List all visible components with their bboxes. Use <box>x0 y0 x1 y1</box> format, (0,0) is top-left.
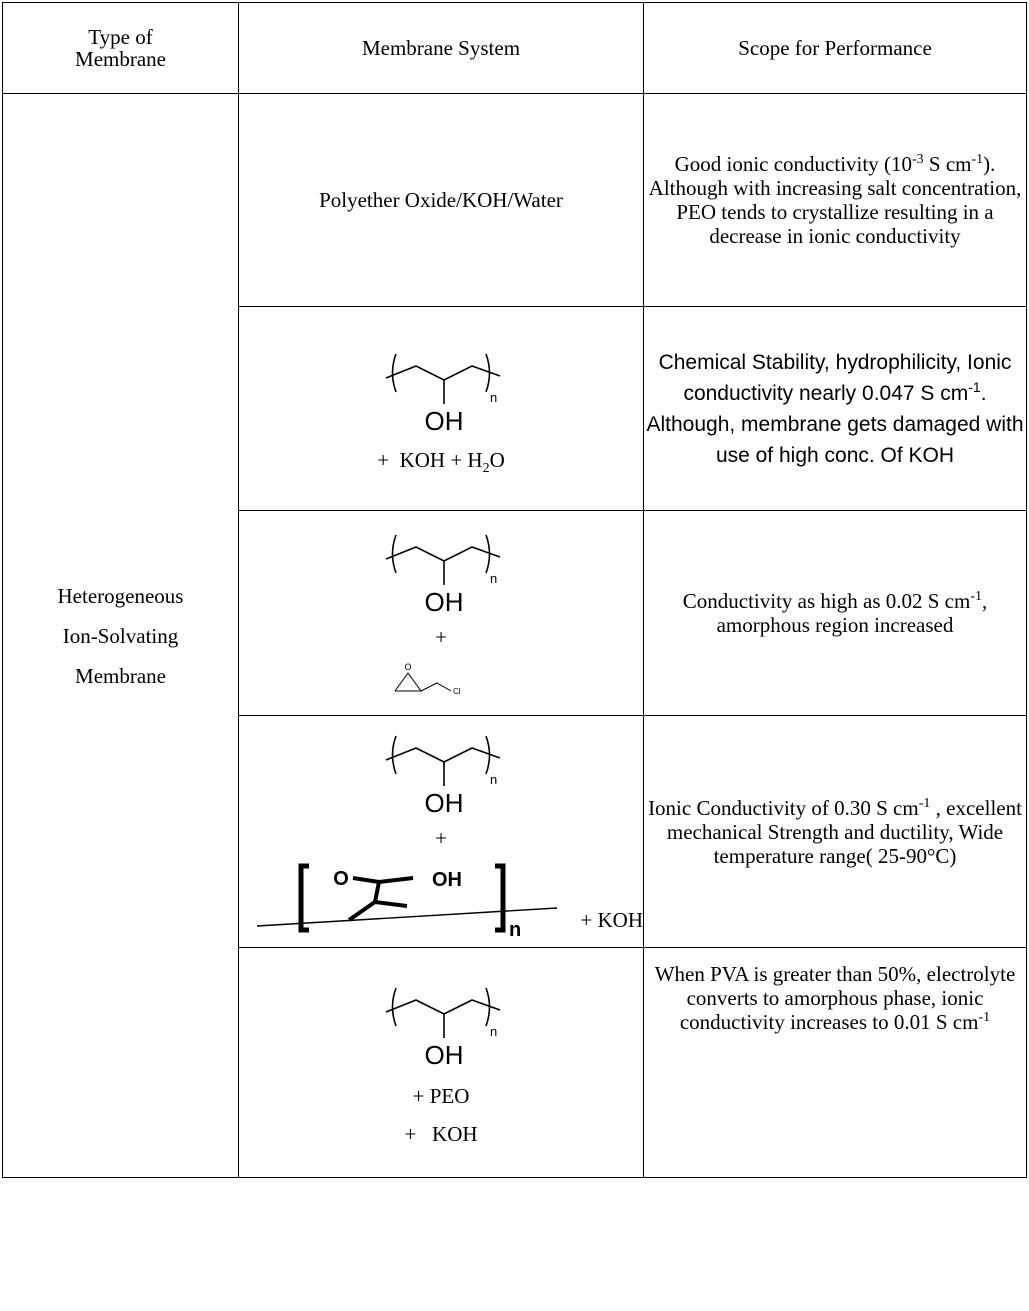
subscript-n: n <box>490 772 497 787</box>
scope-cell: Conductivity as high as 0.02 S cm-1, amo… <box>643 510 1027 716</box>
epichlorohydrin-structure-icon: O Cl <box>394 662 461 696</box>
scope-cell: When PVA is greater than 50%, electrolyt… <box>643 947 1027 1178</box>
type-of-membrane-cell: Heterogeneous Ion-Solvating Membrane <box>2 93 239 1178</box>
pva-structure-icon: n OH <box>385 735 501 818</box>
subscript-n: n <box>509 919 521 936</box>
scope-cell: Ionic Conductivity of 0.30 S cm-1 , exce… <box>643 715 1027 948</box>
scope-text: , excellent mechanical Strength and duct… <box>666 795 1022 868</box>
membrane-table: Type of Membrane Membrane System Scope f… <box>2 2 1027 1178</box>
additive-text: O <box>489 447 505 472</box>
header-row: Type of Membrane Membrane System Scope f… <box>2 2 1027 94</box>
superscript: -1 <box>918 795 931 811</box>
scope-text: S cm <box>923 152 972 176</box>
header-type-line1: Type of <box>88 25 153 49</box>
table-row: n OH + O OH n + KOH <box>3 715 1027 948</box>
pva-structure-icon: n OH <box>385 534 501 617</box>
scope-text: Chemical Stability, hydrophilicity, Ioni… <box>658 350 1012 405</box>
scope-text: Ionic Conductivity of 0.30 S cm <box>648 795 919 820</box>
header-type-line2: Membrane <box>75 47 166 71</box>
membrane-system-cell: Polyether Oxide/KOH/Water <box>238 93 644 307</box>
table-row: Heterogeneous Ion-Solvating Membrane Pol… <box>2 93 1027 1178</box>
additive-line-koh: + KOH <box>404 1121 478 1146</box>
table-row: n OH + PEO + KOH When PVA is greater tha… <box>3 947 1027 1178</box>
membrane-system-cell: n OH + KOH + H2O <box>238 306 644 511</box>
scope-cell: Chemical Stability, hydrophilicity, Ioni… <box>643 306 1027 511</box>
subscript-n: n <box>490 571 497 586</box>
superscript: -3 <box>911 152 924 167</box>
header-membrane-system: Membrane System <box>238 2 644 94</box>
pva-structure-icon: n OH <box>385 353 501 436</box>
scope-cell: Good ionic conductivity (10-3 S cm-1). A… <box>643 93 1027 307</box>
polyacrylic-acid-structure-icon: O OH n <box>256 863 557 936</box>
hydroxyl-label: OH <box>425 587 464 617</box>
subscript: 2 <box>482 460 490 476</box>
hydroxyl-label: OH <box>425 788 464 818</box>
superscript: -1 <box>968 378 981 395</box>
scope-text: ). Although with increasing salt concent… <box>648 152 1022 248</box>
superscript: -1 <box>970 589 982 604</box>
chloro-label: Cl <box>453 687 461 696</box>
header-type-of-membrane: Type of Membrane <box>2 2 239 94</box>
plus-sign: + <box>435 825 447 850</box>
header-scope-for-performance: Scope for Performance <box>643 2 1027 94</box>
svg-text:O: O <box>404 662 411 672</box>
type-label-line2: Ion-Solvating <box>62 623 179 648</box>
scope-text: Good ionic conductivity (10 <box>674 152 912 176</box>
superscript: -1 <box>971 152 984 167</box>
membrane-system-cell: n OH + O Cl <box>238 510 644 716</box>
superscript: -1 <box>978 1010 991 1025</box>
scope-text: . Although, membrane gets damaged with u… <box>646 381 1024 467</box>
subscript-n: n <box>490 1024 497 1039</box>
acid-oh-label: OH <box>432 869 462 891</box>
additive-line-peo: + PEO <box>412 1083 470 1108</box>
scope-text: Conductivity as high as 0.02 S cm <box>682 589 971 613</box>
additive-line: + KOH + H2O <box>239 447 643 476</box>
hydroxyl-label: OH <box>425 406 464 436</box>
pva-structure-icon: n OH <box>385 987 501 1070</box>
type-label-line1: Heterogeneous <box>57 583 184 608</box>
additive-text: + KOH <box>580 907 643 932</box>
hydroxyl-label: OH <box>425 1040 464 1070</box>
table-row: n OH + O Cl Conductivity as high as 0.02… <box>3 510 1027 716</box>
scope-text: , amorphous region increased <box>716 589 988 637</box>
membrane-system-cell: n OH + O OH n + KOH <box>238 715 644 948</box>
membrane-system-cell: n OH + PEO + KOH <box>238 947 644 1178</box>
scope-text: When PVA is greater than 50%, electrolyt… <box>654 962 1016 1034</box>
type-label-line3: Membrane <box>75 663 166 688</box>
subscript-n: n <box>490 390 497 405</box>
additive-text: + KOH + H <box>377 447 483 472</box>
carbonyl-o-label: O <box>333 868 349 890</box>
table-row: n OH + KOH + H2O Chemical Stability, hyd… <box>3 306 1027 511</box>
plus-sign: + <box>435 625 447 649</box>
